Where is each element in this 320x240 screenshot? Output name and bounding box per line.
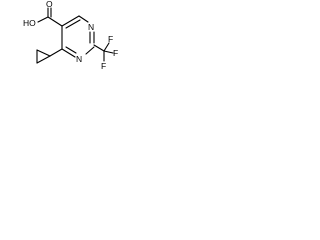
atom-label-fluorine-bottom: F (101, 61, 106, 71)
bond-cf3-f-top (103, 42, 110, 52)
bond-c2-n3 (85, 46, 95, 55)
atom-label-fluorine-right: F (113, 48, 118, 58)
bond-c4-cyclopropyl (49, 48, 63, 57)
atom-label-hydroxyl: HO (23, 18, 36, 28)
bond-c5-c6 (61, 15, 80, 27)
cyclopropyl-group (36, 48, 63, 64)
trifluoromethyl-group (93, 42, 114, 62)
molecule-canvas: HO O N N F F F (0, 0, 124, 90)
structure-diagram: HO O N N F F F (23, 0, 118, 71)
cyclopropyl-bond-3 (36, 55, 51, 64)
bond-cf3-f-right (103, 50, 114, 54)
atom-label-fluorine-top: F (108, 34, 113, 44)
atom-label-carbonyl-oxygen: O (46, 0, 53, 9)
pyrimidine-ring (61, 15, 95, 58)
bond-c5-c6-double (65, 19, 81, 29)
atom-label-nitrogen-3: N (76, 54, 82, 64)
atom-label-nitrogen-1: N (88, 22, 94, 32)
bond-c-oh (37, 16, 49, 23)
bond-c4-n3-double (65, 46, 77, 54)
carboxylic-acid-group (37, 7, 63, 27)
bond-c5-ccooh (47, 16, 63, 27)
bond-c6-n1 (78, 15, 89, 23)
cyclopropyl-bond-1 (36, 49, 51, 57)
bond-c2-cf3 (93, 44, 105, 52)
bond-n3-c4 (61, 48, 76, 58)
